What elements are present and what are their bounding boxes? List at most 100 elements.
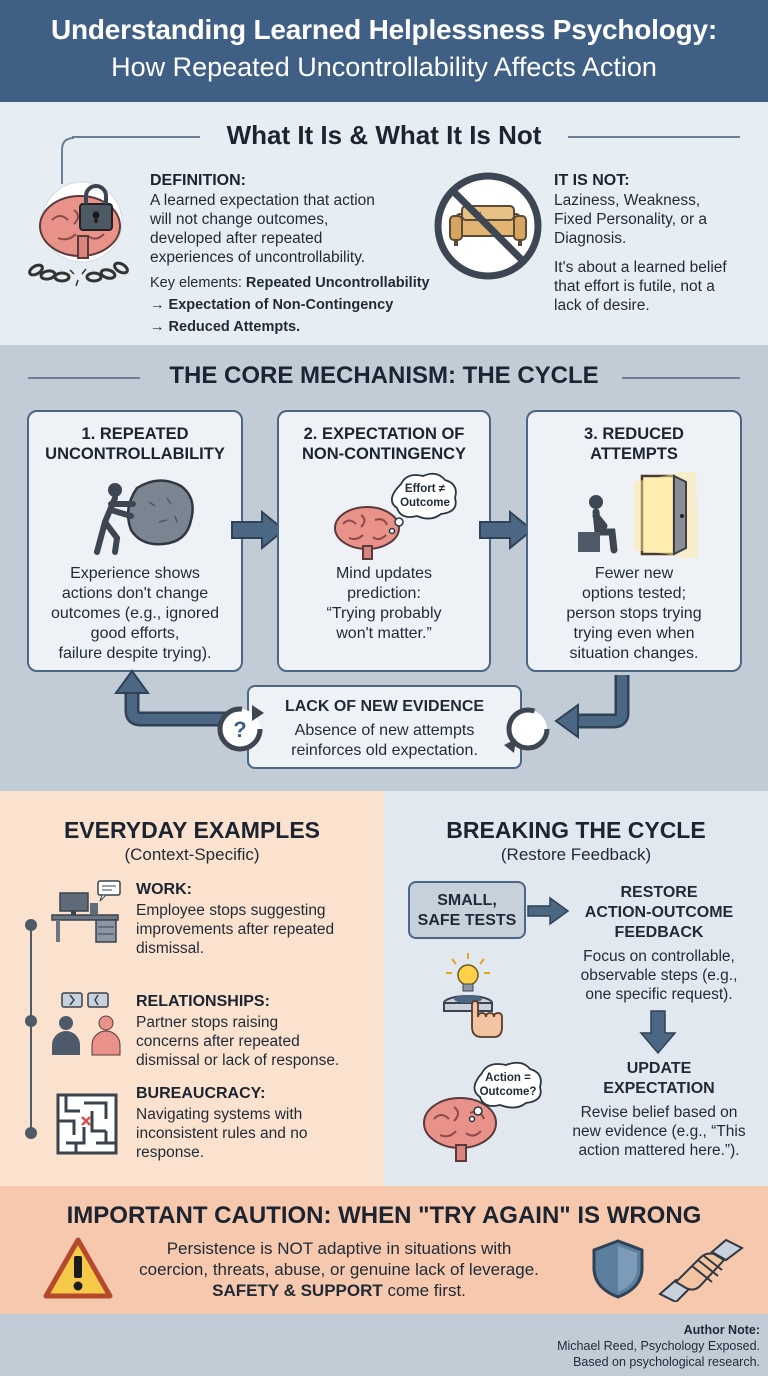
- example-work-text: Employee stops suggesting improvements a…: [136, 901, 334, 958]
- handshake-icon: [658, 1238, 744, 1302]
- step-2-body: Mind updates prediction: “Trying probabl…: [279, 564, 489, 644]
- feedback-line: Absence of new attempts: [294, 722, 475, 739]
- divider-right: [622, 377, 740, 379]
- breaking-cycle-section: BREAKING THE CYCLE (Restore Feedback) SM…: [384, 791, 768, 1186]
- arrow-right-icon: [231, 509, 286, 551]
- not-description: It's about a learned belief that effort …: [554, 258, 727, 315]
- step-3-title-line: 3. REDUCED: [584, 425, 684, 443]
- effort-outcome-bubble-text: Effort ≠ Outcome: [393, 482, 457, 510]
- example-line: concerns after repeated: [136, 1033, 300, 1050]
- key-element-2: → Expectation of Non-Contingency: [150, 297, 394, 313]
- step-2-body-line: Mind updates: [335, 565, 433, 582]
- page-subtitle: How Repeated Uncontrollability Affects A…: [111, 52, 657, 82]
- no-couch-icon: [434, 172, 542, 280]
- example-line: Partner stops raising: [136, 1014, 279, 1031]
- update-body-line: Revise belief based on: [580, 1104, 738, 1121]
- examples-subtitle: (Context-Specific): [124, 845, 260, 864]
- example-line: dismissal or lack of response.: [136, 1052, 340, 1069]
- step-3-title: 3. REDUCED ATTEMPTS: [528, 424, 740, 464]
- sitting-person-door-icon: [578, 472, 698, 558]
- example-bureaucracy-heading: BUREAUCRACY:: [136, 1085, 266, 1102]
- cycle-step-3-card: 3. REDUCED ATTEMPTS Fewer new options te…: [526, 410, 742, 672]
- timeline-dot: [25, 1127, 37, 1139]
- definition-line: experiences of uncontrollability.: [150, 249, 366, 266]
- everyday-examples-section: EVERYDAY EXAMPLES (Context-Specific) WOR…: [0, 791, 384, 1186]
- update-heading: UPDATE EXPECTATION: [564, 1059, 754, 1099]
- restore-body: Focus on controllable, observable steps …: [564, 947, 754, 1004]
- feedback-line: reinforces old expectation.: [291, 742, 478, 759]
- example-line: Employee stops suggesting: [136, 902, 326, 919]
- update-body-line: new evidence (e.g., “This: [572, 1123, 746, 1140]
- example-line: inconsistent rules and no: [136, 1125, 308, 1142]
- desk-computer-icon: [51, 880, 121, 943]
- step-1-body-line: good efforts,: [90, 625, 180, 642]
- action-outcome-bubble-text: Action = Outcome?: [474, 1071, 542, 1099]
- update-line: EXPECTATION: [603, 1080, 715, 1097]
- lightbulb-button-icon: [443, 953, 503, 1038]
- step-3-body: Fewer new options tested; person stops t…: [528, 564, 740, 664]
- divider-right: [568, 136, 740, 138]
- update-line: UPDATE: [626, 1060, 692, 1077]
- restore-line: RESTORE: [620, 884, 698, 901]
- not-line: Laziness, Weakness,: [554, 192, 701, 209]
- thought-bubble-icon: [468, 1061, 542, 1123]
- step-3-body-line: Fewer new: [594, 565, 674, 582]
- not-desc-line: lack of desire.: [554, 297, 650, 314]
- example-relationships-heading: RELATIONSHIPS:: [136, 993, 270, 1010]
- step-2-title-line: 2. EXPECTATION OF: [303, 425, 465, 443]
- caution-section: IMPORTANT CAUTION: WHEN "TRY AGAIN" IS W…: [0, 1186, 768, 1314]
- tests-line: SMALL,: [437, 892, 497, 909]
- not-line: Diagnosis.: [554, 230, 627, 247]
- cycle-step-1-card: 1. REPEATED UNCONTROLLABILITY Experience…: [27, 410, 243, 672]
- divider-left: [72, 136, 200, 138]
- arrow-right-icon: [527, 896, 570, 926]
- example-work-heading: WORK:: [136, 881, 192, 898]
- caution-line: SAFETY & SUPPORT come first.: [120, 1280, 558, 1301]
- cycle-return-arrows: [114, 669, 630, 739]
- step-1-body: Experience shows actions don't change ou…: [29, 564, 241, 664]
- key-element-1: Repeated Uncontrollability: [245, 275, 430, 291]
- caution-line: Persistence is NOT adaptive in situation…: [166, 1239, 512, 1258]
- not-line: Fixed Personality, or a: [554, 211, 708, 228]
- example-line: response.: [136, 1144, 205, 1161]
- example-bureaucracy-text: Navigating systems with inconsistent rul…: [136, 1105, 307, 1162]
- definition-heading: DEFINITION:: [150, 172, 246, 189]
- key-elements-label: Key elements:: [150, 275, 246, 291]
- step-1-body-line: actions don't change: [61, 585, 209, 602]
- feedback-body: Absence of new attempts reinforces old e…: [249, 721, 520, 761]
- bubble-line: Effort ≠: [404, 483, 446, 495]
- arrow-right-icon: [479, 509, 534, 551]
- restore-heading: RESTORE ACTION-OUTCOME FEEDBACK: [564, 883, 754, 943]
- locked-brain-icon: [28, 181, 129, 287]
- update-body-line: action mattered here.”).: [578, 1142, 740, 1159]
- svg-text:?: ?: [233, 717, 246, 742]
- definition-text: A learned expectation that action will n…: [150, 191, 375, 267]
- step-2-body-line: “Trying probably: [326, 605, 442, 622]
- step-2-body-line: won't matter.”: [336, 625, 432, 642]
- safety-support-emphasis: SAFETY & SUPPORT: [212, 1281, 383, 1300]
- not-desc-line: It's about a learned belief: [554, 259, 727, 276]
- bubble-line: Action =: [485, 1072, 531, 1084]
- refresh-cycle-icon: [504, 707, 550, 753]
- definition-line: A learned expectation that action: [150, 192, 375, 209]
- examples-title: EVERYDAY EXAMPLES: [63, 817, 321, 843]
- step-2-body-line: prediction:: [347, 585, 421, 602]
- cycle-section: THE CORE MECHANISM: THE CYCLE 1. REPEATE…: [0, 345, 768, 791]
- restore-body-line: one specific request).: [585, 986, 733, 1003]
- cycle-step-2-card: 2. EXPECTATION OF NON-CONTINGENCY Effort…: [277, 410, 491, 672]
- arrow-down-icon: [639, 1010, 677, 1055]
- step-1-body-line: Experience shows: [70, 565, 200, 582]
- author-note-section: Author Note: Michael Reed, Psychology Ex…: [0, 1314, 768, 1376]
- timeline-line: [30, 923, 32, 1135]
- restore-line: FEEDBACK: [614, 924, 704, 941]
- section-title-what-it-is: What It Is & What It Is Not: [226, 120, 542, 150]
- tests-line: SAFE TESTS: [417, 912, 517, 929]
- timeline-dot: [25, 919, 37, 931]
- key-element-3: → Reduced Attempts.: [150, 319, 301, 335]
- bubble-line: Outcome: [400, 497, 450, 509]
- bubble-line: Outcome?: [479, 1086, 537, 1098]
- update-body: Revise belief based on new evidence (e.g…: [556, 1103, 762, 1160]
- step-1-title: 1. REPEATED UNCONTROLLABILITY: [29, 424, 241, 464]
- lack-of-evidence-box: LACK OF NEW EVIDENCE Absence of new atte…: [247, 685, 522, 769]
- divider-left: [28, 377, 140, 379]
